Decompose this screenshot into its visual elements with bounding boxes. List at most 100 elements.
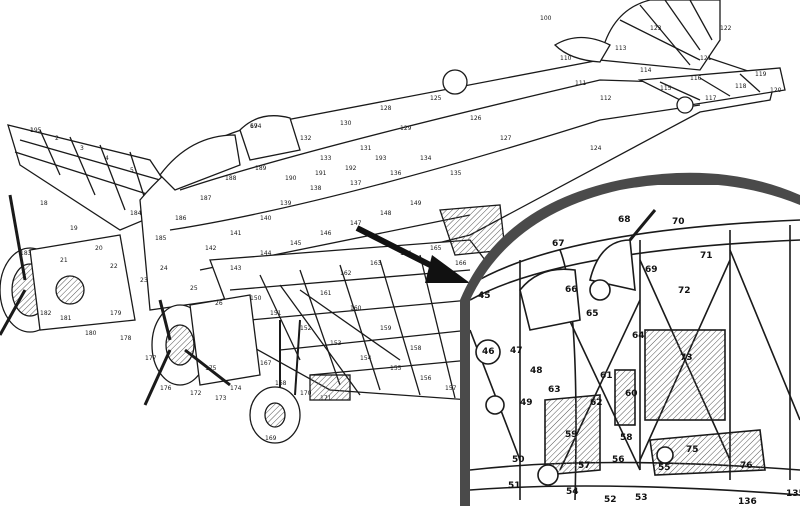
callout-number: 157 — [445, 385, 457, 392]
callout-number: 143 — [230, 265, 242, 272]
wing-engine — [143, 294, 261, 406]
main-landing-gear — [249, 319, 301, 444]
callout-number: 161 — [320, 290, 332, 297]
inset-callout-number: 46 — [482, 347, 495, 357]
inset-callout-number: 76 — [740, 461, 753, 471]
callout-number: 160 — [350, 305, 362, 312]
callout-number: 125 — [430, 95, 442, 102]
callout-number: 134 — [420, 155, 432, 162]
callout-number: 153 — [330, 340, 342, 347]
inset-callout-number: 62 — [590, 398, 603, 408]
callout-number: 147 — [350, 220, 362, 227]
callout-number: 174 — [230, 385, 242, 392]
callout-number: 177 — [145, 355, 157, 362]
callout-number: 194 — [250, 123, 262, 130]
inset-callout-number: 51 — [508, 481, 521, 491]
fuselage — [139, 47, 776, 311]
callout-number: 168 — [275, 380, 287, 387]
callout-number: 162 — [340, 270, 352, 277]
callout-number: 187 — [200, 195, 212, 202]
inset-callout-number: 49 — [520, 398, 533, 408]
callout-number: 167 — [260, 360, 272, 367]
callout-number: 190 — [285, 175, 297, 182]
inset-callout-number: 59 — [565, 430, 578, 440]
callout-number: 110 — [560, 55, 572, 62]
callout-number: 188 — [225, 175, 237, 182]
callout-number: 142 — [205, 245, 217, 252]
inset-callout-number: 75 — [686, 445, 699, 455]
inset-callout-number: 55 — [658, 463, 671, 473]
inset-callout-number: 69 — [645, 265, 658, 275]
callout-number: 186 — [175, 215, 187, 222]
inset-callout-number: 67 — [552, 239, 565, 249]
arrow-down-right-icon — [355, 225, 470, 283]
callout-number: 166 — [455, 260, 467, 267]
callout-number: 169 — [265, 435, 277, 442]
inset-callout-number: 45 — [478, 291, 491, 301]
inset-callout-number: 50 — [512, 455, 525, 465]
callout-number: 23 — [140, 277, 148, 284]
callout-number: 1 — [30, 127, 34, 134]
callout-number: 116 — [690, 75, 702, 82]
callout-number: 100 — [540, 15, 552, 22]
callout-number: 146 — [320, 230, 332, 237]
tail-fin — [553, 0, 721, 71]
callout-number: 165 — [430, 245, 442, 252]
callout-number: 4 — [105, 155, 109, 162]
callout-number: 149 — [410, 200, 422, 207]
callout-number: 184 — [130, 210, 142, 217]
nose-engine — [0, 194, 136, 336]
callout-number: 159 — [380, 325, 392, 332]
callout-number: 179 — [110, 310, 122, 317]
callout-number: 137 — [350, 180, 362, 187]
inset-callout-number: 53 — [635, 493, 648, 503]
callout-number: 133 — [320, 155, 332, 162]
callout-number: 150 — [250, 295, 262, 302]
callout-number: 130 — [340, 120, 352, 127]
callout-number: 181 — [60, 315, 72, 322]
inset-callout-number: 66 — [565, 285, 578, 295]
callout-number: 151 — [270, 310, 282, 317]
inset-callout-number: 54 — [566, 487, 579, 497]
callout-number: 126 — [470, 115, 482, 122]
callout-number: 180 — [85, 330, 97, 337]
callout-number: 191 — [315, 170, 327, 177]
callout-number: 173 — [215, 395, 227, 402]
callout-number: 183 — [20, 250, 32, 257]
callout-number: 22 — [110, 263, 118, 270]
callout-number: 129 — [400, 125, 412, 132]
inset-callout-number: 65 — [586, 309, 599, 319]
callout-number: 163 — [370, 260, 382, 267]
inset-callout-number: 73 — [680, 353, 693, 363]
callout-number: 117 — [705, 95, 717, 102]
callout-number: 193 — [375, 155, 387, 162]
inset-callout-number: 71 — [700, 251, 713, 261]
callout-number: 182 — [40, 310, 52, 317]
callout-number: 119 — [755, 71, 767, 78]
callout-number: 195 — [30, 127, 42, 134]
inset-callout-number: 47 — [510, 346, 523, 356]
inset-callout-number: 64 — [632, 331, 645, 341]
callout-number: 136 — [390, 170, 402, 177]
callout-number: 141 — [230, 230, 242, 237]
callout-number: 3 — [80, 145, 84, 152]
callout-number: 20 — [95, 245, 103, 252]
inset-callout-number: 60 — [625, 389, 638, 399]
callout-number: 148 — [380, 210, 392, 217]
callout-number: 145 — [290, 240, 302, 247]
callout-number: 26 — [215, 300, 223, 307]
callout-number: 5 — [130, 167, 134, 174]
callout-number: 131 — [360, 145, 372, 152]
inset-callout-number: 72 — [678, 286, 691, 296]
inset-callout-number: 61 — [600, 371, 613, 381]
callout-number: 2 — [55, 135, 59, 142]
callout-number: 115 — [660, 85, 672, 92]
callout-number: 171 — [320, 395, 332, 402]
callout-number: 155 — [390, 365, 402, 372]
inset-callout-number: 135 — [786, 489, 800, 499]
callout-number: 170 — [300, 390, 312, 397]
